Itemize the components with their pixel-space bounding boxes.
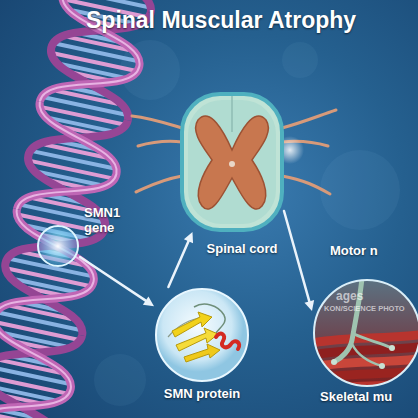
protein-label: SMN protein — [164, 387, 241, 402]
connector-line — [80, 257, 146, 301]
gene-highlight-circle-shape — [36, 224, 80, 268]
gene-highlight-circle: SMN1 gene — [36, 224, 80, 268]
spinal-cord-section: Spinal cord — [180, 92, 284, 232]
watermark-text: ages — [336, 290, 363, 304]
neuron-label: Motor n — [330, 244, 378, 259]
arrow-head — [143, 296, 154, 306]
arrow-head — [184, 232, 193, 243]
watermark-text: KON/SCIENCE PHOTO — [324, 305, 405, 314]
muscle-label: Skeletal mu — [320, 390, 392, 405]
protein-circle: SMN protein — [154, 287, 250, 383]
neuron-muscle-circle: Motor nSkeletal mu — [312, 278, 418, 388]
arrow-head — [304, 300, 314, 311]
protein-circle-shape — [154, 287, 250, 383]
arrow-connector — [284, 211, 314, 311]
arrow-connector — [168, 232, 193, 287]
connector-line — [168, 241, 188, 287]
spinal-cord-section-shape — [180, 92, 284, 232]
arrow-connector — [80, 257, 154, 306]
diagram-title: Spinal Muscular Atrophy — [86, 7, 356, 33]
neuron-muscle-circle-shape — [312, 278, 418, 388]
spinal-cord-label: Spinal cord — [207, 242, 278, 257]
gene-label: SMN1 gene — [84, 206, 136, 236]
connector-line — [284, 211, 309, 301]
